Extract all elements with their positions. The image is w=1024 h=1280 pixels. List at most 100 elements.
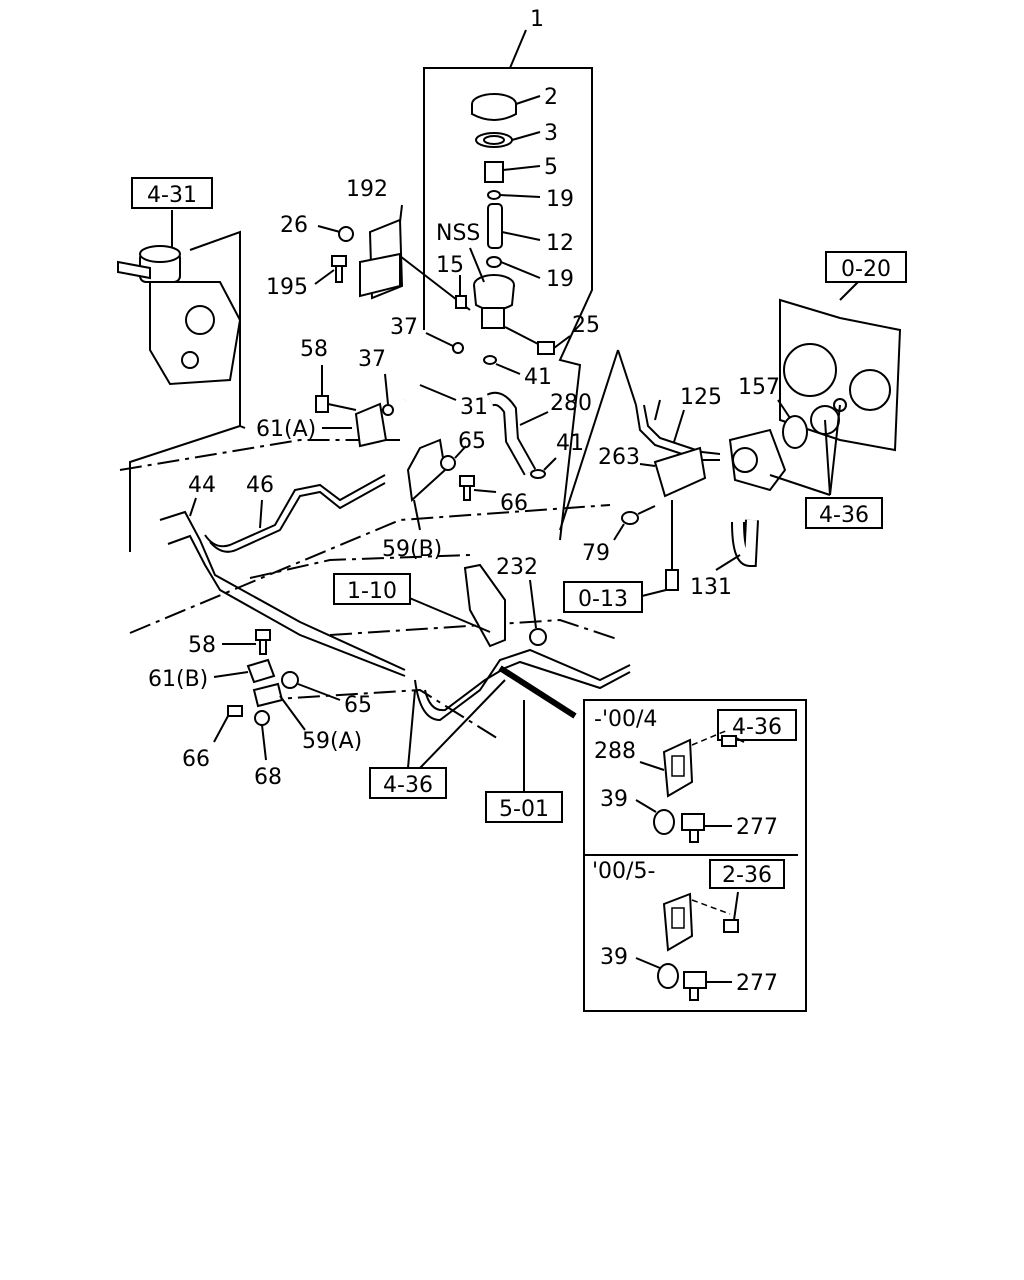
oil-cooler[interactable]: [399, 563, 506, 648]
oring-157[interactable]: [777, 399, 808, 449]
inset-clamp-39a[interactable]: [635, 799, 675, 835]
bolt-013[interactable]: [665, 500, 679, 591]
callout-68: 68: [254, 765, 282, 790]
reservoir-oring-upper[interactable]: [487, 190, 541, 200]
clamp-37b[interactable]: [382, 373, 394, 416]
ref-5-01: 5-01: [499, 797, 549, 822]
callout-263: 263: [598, 445, 640, 470]
ref-box-0-20[interactable]: 0-20: [825, 251, 907, 283]
reservoir-cap[interactable]: [471, 93, 541, 121]
callout-19a: 19: [546, 187, 574, 212]
callout-277a: 277: [736, 815, 778, 840]
callout-59a: 59(A): [302, 729, 362, 754]
clamp-41b[interactable]: [530, 457, 557, 479]
ref-box-4-31[interactable]: 4-31: [131, 177, 213, 209]
callout-192: 192: [346, 177, 388, 202]
callout-125: 125: [680, 385, 722, 410]
inset-bracket-2[interactable]: [662, 891, 739, 952]
inset-clamp-39b[interactable]: [635, 957, 679, 989]
bolt-58b[interactable]: [222, 629, 271, 655]
ref-4-31: 4-31: [147, 183, 197, 208]
washer-65a[interactable]: [440, 445, 467, 471]
reservoir-bracket[interactable]: [359, 204, 471, 311]
ref-2-36: 2-36: [722, 863, 772, 888]
inset-bracket-288[interactable]: [639, 729, 745, 798]
reservoir-pipe[interactable]: [487, 203, 541, 249]
ref-box-4-36-lower[interactable]: 4-36: [369, 679, 506, 799]
clip-15[interactable]: [455, 275, 467, 309]
reservoir-body[interactable]: [469, 247, 515, 329]
inset-period-1: -'00/4: [594, 707, 657, 732]
clamp-41a[interactable]: [483, 355, 521, 375]
ref-box-0-13[interactable]: 0-13: [563, 581, 667, 613]
callout-58a: 58: [300, 337, 328, 362]
pipe-46[interactable]: [204, 474, 386, 553]
callout-277b: 277: [736, 971, 778, 996]
hose-280[interactable]: [486, 391, 549, 476]
callout-2: 2: [544, 85, 558, 110]
callout-131: 131: [690, 575, 732, 600]
hose-131[interactable]: [715, 519, 759, 571]
bolt-195[interactable]: [314, 255, 347, 285]
ref-box-2-36[interactable]: 2-36: [709, 859, 785, 889]
inset-fitting-277b[interactable]: [683, 971, 732, 1001]
inset-panel: -'00/4 '00/5-: [583, 699, 807, 1012]
bracket-263[interactable]: [639, 446, 707, 498]
reservoir-oring-lower[interactable]: [486, 256, 541, 279]
power-steering-pump[interactable]: [728, 404, 841, 496]
reservoir-filter[interactable]: [484, 161, 541, 183]
clamp-61b[interactable]: [213, 658, 276, 684]
callout-19b: 19: [546, 267, 574, 292]
nut-232[interactable]: [529, 579, 547, 646]
pipe-44[interactable]: [159, 497, 406, 677]
bolt-58a[interactable]: [315, 365, 357, 413]
washer-65b[interactable]: [281, 671, 341, 701]
ref-4-36-lower: 4-36: [383, 773, 433, 798]
callout-3: 3: [544, 121, 558, 146]
callout-39a: 39: [600, 787, 628, 812]
callout-65a: 65: [458, 429, 486, 454]
callout-15: 15: [436, 253, 464, 278]
reservoir-seal[interactable]: [475, 131, 541, 148]
ref-box-5-01[interactable]: 5-01: [485, 700, 563, 823]
callout-1: 1: [530, 7, 544, 32]
callout-58b: 58: [188, 633, 216, 658]
nut-26[interactable]: [317, 225, 354, 242]
callout-41a: 41: [524, 365, 552, 390]
bolt-66a[interactable]: [459, 475, 497, 501]
callout-46: 46: [246, 473, 274, 498]
bracket-59b[interactable]: [406, 438, 447, 531]
callout-41b: 41: [556, 431, 584, 456]
bolt-25[interactable]: [504, 326, 571, 355]
callout-280: 280: [550, 391, 592, 416]
callout-61a: 61(A): [256, 417, 316, 442]
nut-68[interactable]: [254, 710, 270, 761]
callout-37b: 37: [358, 347, 386, 372]
pipe-125[interactable]: [559, 349, 721, 531]
callout-66b: 66: [182, 747, 210, 772]
callout-5: 5: [544, 155, 558, 180]
ref-box-4-36-right[interactable]: 4-36: [805, 497, 883, 529]
cooler-lines[interactable]: [414, 648, 631, 722]
callout-26: 26: [280, 213, 308, 238]
ref-1-10: 1-10: [347, 579, 397, 604]
callout-nss: NSS: [436, 221, 480, 246]
callout-12: 12: [546, 231, 574, 256]
reservoir-group-frame: [423, 29, 593, 541]
bolt-79[interactable]: [613, 505, 656, 541]
clamp-37a[interactable]: [425, 332, 464, 354]
callout-61b: 61(B): [148, 667, 208, 692]
inset-fitting-277a[interactable]: [681, 813, 732, 843]
bolt-66b[interactable]: [213, 705, 243, 743]
engine-cover[interactable]: [779, 281, 902, 452]
callout-288: 288: [594, 739, 636, 764]
callout-44: 44: [188, 473, 216, 498]
ref-box-1-10[interactable]: 1-10: [333, 573, 411, 605]
callouts: 1 2 3 5 19 12 19 NSS 15 25 192 26 195 37…: [148, 7, 780, 996]
ref-0-13: 0-13: [578, 587, 628, 612]
bracket-59a[interactable]: [252, 682, 306, 731]
hose-31[interactable]: [400, 343, 457, 403]
bracket-61a[interactable]: [322, 402, 388, 448]
callout-59b: 59(B): [382, 537, 442, 562]
steering-gear-assembly[interactable]: [117, 210, 242, 386]
